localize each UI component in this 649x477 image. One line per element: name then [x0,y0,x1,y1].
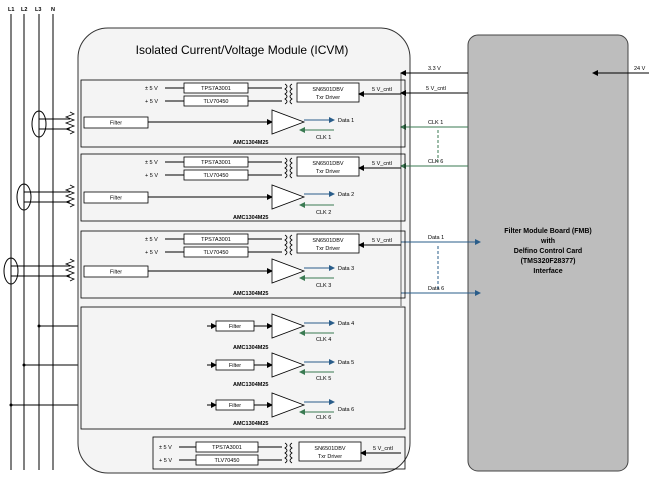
svg-text:SN6501DBV: SN6501DBV [312,87,344,93]
svg-text:+ 5 V: + 5 V [159,458,172,464]
data1-bus-label: Data 1 [428,235,444,241]
bottom-power-block: ± 5 V + 5 V TPS7A3001 TLV70450 SN6501DBV… [152,436,406,470]
svg-text:Filter: Filter [229,324,241,330]
svg-text:Txr Driver: Txr Driver [316,95,340,101]
delta-sigma-modulator-icon [271,352,306,378]
svg-text:Data 6: Data 6 [338,407,354,413]
svg-text:Txr Driver: Txr Driver [316,246,340,252]
svg-text:AMC1304M25: AMC1304M25 [233,291,268,297]
svg-text:TLV70450: TLV70450 [204,250,229,256]
svg-text:TPS7A3001: TPS7A3001 [212,445,242,451]
svg-text:Filter Module Board (FMB): Filter Module Board (FMB) [504,228,592,235]
svg-text:TLV70450: TLV70450 [204,99,229,105]
svg-text:AMC1304M25: AMC1304M25 [233,215,268,221]
clk1-bus-label: CLK 1 [428,120,443,126]
svg-text:TPS7A3001: TPS7A3001 [201,160,231,166]
svg-text:± 5 V: ± 5 V [145,86,158,92]
svg-text:5 V_cntl: 5 V_cntl [372,238,392,244]
svg-text:TLV70450: TLV70450 [204,173,229,179]
svg-text:+ 5 V: + 5 V [145,99,158,105]
phase-label-l1: L1 [8,7,14,13]
svg-text:Data 1: Data 1 [338,118,354,124]
svg-text:CLK 5: CLK 5 [316,376,331,382]
voltage-channel-block: Filter Data 4 CLK 4 AMC1304M25 Filter Da… [80,306,406,430]
delta-sigma-modulator-icon [271,258,306,284]
svg-text:Filter: Filter [110,270,122,276]
transformer-coil-icon [284,157,293,179]
svg-text:Filter: Filter [110,196,122,202]
phase-lines: L1 L2 L3 N [8,7,55,470]
transformer-coil-icon [284,442,293,464]
svg-text:5 V_cntl: 5 V_cntl [372,87,392,93]
svg-text:Filter: Filter [229,403,241,409]
current-sensor-oval [31,110,47,138]
svg-text:5 V_cntl: 5 V_cntl [373,446,393,452]
icvm-title: Isolated Current/Voltage Module (ICVM) [136,43,349,57]
svg-text:CLK 4: CLK 4 [316,337,331,343]
current-sensor-oval [16,183,32,211]
svg-text:TLV70450: TLV70450 [215,458,240,464]
phase-label-l2: L2 [21,7,27,13]
phase-label-l3: L3 [35,7,41,13]
svg-text:AMC1304M25: AMC1304M25 [233,382,268,388]
svg-text:(TMS320F28377): (TMS320F28377) [521,258,576,265]
svg-text:± 5 V: ± 5 V [159,445,172,451]
svg-text:SN6501DBV: SN6501DBV [314,446,346,452]
transformer-coil-icon [284,83,293,105]
clk6-bus-label: CLK 6 [428,159,443,165]
svg-text:AMC1304M25: AMC1304M25 [233,421,268,427]
svg-text:Txr Driver: Txr Driver [316,169,340,175]
transformer-coil-icon [284,234,293,256]
svg-text:Filter: Filter [110,121,122,127]
svg-text:AMC1304M25: AMC1304M25 [233,345,268,351]
svg-text:CLK 3: CLK 3 [316,283,331,289]
svg-text:Delfino Control Card: Delfino Control Card [514,248,582,255]
channel-block-1: ± 5 V + 5 V TPS7A3001 TLV70450 SN6501DBV… [80,79,406,148]
data6-bus-label: Data 6 [428,286,444,292]
svg-text:with: with [540,238,555,245]
channel-block-3: ± 5 V + 5 V TPS7A3001 TLV70450 SN6501DBV… [80,230,406,299]
v24-label: 24 V [634,66,646,72]
shunt-resistor-icon [64,184,76,208]
svg-text:Data 5: Data 5 [338,360,354,366]
svg-text:+ 5 V: + 5 V [145,173,158,179]
fmb-board [467,34,629,472]
svg-text:5 V_cntl: 5 V_cntl [372,161,392,167]
shunt-resistor-icon [64,111,76,135]
svg-text:AMC1304M25: AMC1304M25 [233,140,268,146]
fmb-title: Filter Module Board (FMB) with Delfino C… [504,228,592,275]
delta-sigma-modulator-icon [271,109,306,135]
svg-text:CLK 6: CLK 6 [316,415,331,421]
svg-text:+ 5 V: + 5 V [145,250,158,256]
svg-text:Data 3: Data 3 [338,266,354,272]
delta-sigma-modulator-icon [271,392,306,418]
svg-text:Filter: Filter [229,363,241,369]
current-sensors [3,110,76,285]
svg-text:CLK 1: CLK 1 [316,135,331,141]
shunt-resistor-icon [64,258,76,282]
svg-text:SN6501DBV: SN6501DBV [312,238,344,244]
svg-text:SN6501DBV: SN6501DBV [312,161,344,167]
current-sensor-oval [3,257,19,285]
delta-sigma-modulator-icon [271,184,306,210]
delta-sigma-modulator-icon [271,313,306,339]
v5cntl-bus-label: 5 V_cntl [426,86,446,92]
svg-text:TPS7A3001: TPS7A3001 [201,237,231,243]
svg-text:Data 4: Data 4 [338,321,354,327]
svg-text:CLK 2: CLK 2 [316,210,331,216]
svg-text:Txr Driver: Txr Driver [318,454,342,460]
channel-block-2: ± 5 V + 5 V TPS7A3001 TLV70450 SN6501DBV… [80,153,406,222]
phase-label-n: N [51,7,55,13]
svg-text:± 5 V: ± 5 V [145,160,158,166]
svg-text:TPS7A3001: TPS7A3001 [201,86,231,92]
svg-text:± 5 V: ± 5 V [145,237,158,243]
svg-text:Data 2: Data 2 [338,192,354,198]
svg-text:Interface: Interface [533,268,562,275]
v33-label: 3.3 V [428,66,441,72]
